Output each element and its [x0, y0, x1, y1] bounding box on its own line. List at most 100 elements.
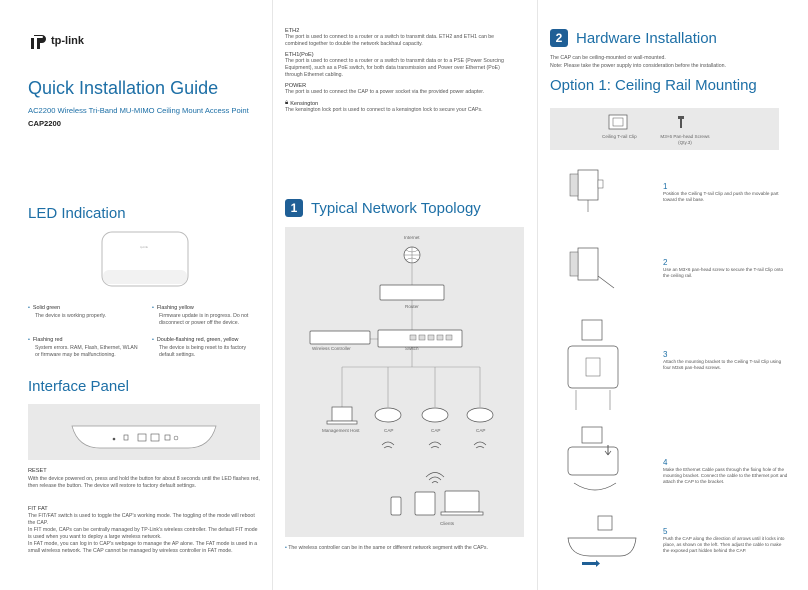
part-label: Ceiling T-rail Clip: [602, 134, 637, 139]
step-text: Push the CAP along the direction of arro…: [663, 536, 785, 553]
step-text: Use an M3×6 pan-head screw to secure the…: [663, 267, 784, 278]
step-number: 1: [663, 182, 668, 191]
step-5-illustration: [560, 512, 640, 572]
led-section-title: LED Indication: [28, 205, 126, 222]
step-5: 5 Push the CAP along the direction of ar…: [663, 527, 788, 554]
step-2-illustration: [560, 238, 620, 300]
step-text: Attach the mounting bracket to the Ceili…: [663, 359, 782, 370]
product-subtitle: AC2200 Wireless Tri-Band MU-MIMO Ceiling…: [28, 106, 249, 115]
hardware-note: Note: Please take the power supply into …: [550, 63, 726, 69]
divider-right: [537, 0, 538, 590]
led-item-desc: System errors. RAM, Flash, Ethernet, WLA…: [35, 345, 138, 358]
hardware-title: Hardware Installation: [576, 29, 717, 47]
interface-panel-image: [28, 404, 260, 460]
step-3-illustration: [560, 318, 630, 418]
interface-section-title: Interface Panel: [28, 378, 129, 395]
parts-panel: Ceiling T-rail Clip M3×6 Pan-head Screws…: [550, 108, 779, 150]
page-title: Quick Installation Guide: [28, 78, 219, 98]
lock-icon: 🔒︎: [285, 100, 289, 106]
topology-note: • The wireless controller can be in the …: [285, 545, 488, 551]
reset-text: With the device powered on, press and ho…: [28, 476, 260, 489]
port-power: POWER The port is used to connect the CA…: [285, 83, 515, 96]
topology-heading: 1 Typical Network Topology: [285, 199, 481, 217]
step-1-illustration: [560, 160, 620, 220]
led-item-desc: The device is working properly.: [35, 313, 107, 319]
reset-title: RESET: [28, 468, 47, 474]
wireless-controller-icon: [309, 330, 371, 345]
led-item-label: Solid green: [28, 305, 143, 311]
port-eth1: ETH1(PoE) The port is used to connect to…: [285, 52, 515, 79]
hardware-heading: 2 Hardware Installation: [550, 29, 717, 47]
laptop-icon: [444, 490, 480, 513]
cap-icon: [466, 407, 494, 423]
led-item-solid-green: Solid green The device is working proper…: [28, 305, 143, 320]
label-clients: Clients: [440, 521, 455, 526]
step-2: 2 Use an M3×6 pan-head screw to secure t…: [663, 258, 788, 279]
topology-title: Typical Network Topology: [311, 199, 481, 217]
fit-fat-text: The FIT/FAT switch is used to toggle the…: [28, 513, 258, 554]
led-item-label: Double-flashing red, green, yellow: [152, 337, 263, 343]
led-item-label: Flashing yellow: [152, 305, 263, 311]
port-label: ETH1(PoE): [285, 52, 314, 58]
part-label: M3×6 Pan-head Screws (Qty.3): [660, 134, 710, 145]
label-cap: CAP: [476, 428, 486, 433]
arrow-right-icon: [582, 562, 596, 565]
screw-icon: [678, 116, 684, 128]
access-point-image: tp-link: [100, 230, 190, 290]
option-title: Option 1: Ceiling Rail Mounting: [550, 77, 757, 94]
led-item-desc: Firmware update is in progress. Do not d…: [159, 313, 249, 326]
tablet-icon: [414, 491, 436, 516]
step-number: 3: [663, 350, 668, 359]
section-number: 2: [550, 29, 568, 47]
label-router: Router: [405, 304, 419, 309]
label-wireless-controller: Wireless Controller: [312, 346, 351, 351]
laptop-icon: [331, 406, 353, 422]
step-number: 2: [663, 258, 668, 267]
router-icon: [379, 284, 445, 301]
step-number: 4: [663, 458, 668, 467]
step-4-illustration: [560, 425, 630, 505]
brand-logo: tp-link: [28, 31, 84, 51]
led-item-flashing-red: Flashing red System errors. RAM, Flash, …: [28, 337, 143, 359]
topology-diagram: Internet Router Wireless Controller Swit…: [285, 227, 524, 537]
tp-link-logo-icon: [31, 35, 46, 49]
port-label: ETH2: [285, 28, 300, 34]
cap-icon: [421, 407, 449, 423]
wifi-icon: [381, 441, 487, 484]
label-internet: Internet: [404, 235, 420, 240]
led-item-double-flashing: Double-flashing red, green, yellow The d…: [152, 337, 263, 359]
fit-fat-title: FIT FAT: [28, 506, 48, 512]
step-3: 3 Attach the mounting bracket to the Cei…: [663, 350, 788, 371]
port-kensington: 🔒︎ Kensington The kensington lock port i…: [285, 100, 515, 114]
label-cap: CAP: [431, 428, 441, 433]
svg-text:tp-link: tp-link: [140, 245, 149, 249]
port-text: The kensington lock port is used to conn…: [285, 107, 483, 113]
port-text: The port is used to connect to a router …: [285, 58, 504, 78]
divider-left: [272, 0, 273, 590]
t-rail-clip-icon: [608, 114, 628, 130]
section-number: 1: [285, 199, 303, 217]
step-1: 1 Position the Ceiling T-rail Clip and p…: [663, 182, 788, 203]
label-management-host: Management Host: [322, 428, 360, 433]
port-label: Kensington: [290, 100, 319, 107]
step-4: 4 Make the Ethernet Cable pass through t…: [663, 458, 788, 485]
port-label: POWER: [285, 83, 307, 89]
led-item-desc: The device is being reset to its factory…: [159, 345, 247, 358]
hardware-text: The CAP can be ceiling-mounted or wall-m…: [550, 55, 666, 61]
port-descriptions: ETH2 The port is used to connect to a ro…: [285, 28, 515, 114]
label-cap: CAP: [384, 428, 394, 433]
port-eth2: ETH2 The port is used to connect to a ro…: [285, 28, 515, 48]
step-number: 5: [663, 527, 668, 536]
step-text: Position the Ceiling T-rail Clip and pus…: [663, 191, 779, 202]
topology-note-text: The wireless controller can be in the sa…: [288, 545, 488, 551]
port-text: The port is used to connect the CAP to a…: [285, 89, 485, 95]
model-name: CAP2200: [28, 119, 61, 128]
cap-icon: [374, 407, 402, 423]
brand-name: tp-link: [51, 35, 84, 47]
step-text: Make the Ethernet Cable pass through the…: [663, 467, 788, 484]
port-text: The port is used to connect to a router …: [285, 34, 495, 47]
led-item-flashing-yellow: Flashing yellow Firmware update is in pr…: [152, 305, 263, 327]
phone-icon: [390, 496, 402, 516]
label-switch: Switch: [405, 346, 419, 351]
led-item-label: Flashing red: [28, 337, 143, 343]
